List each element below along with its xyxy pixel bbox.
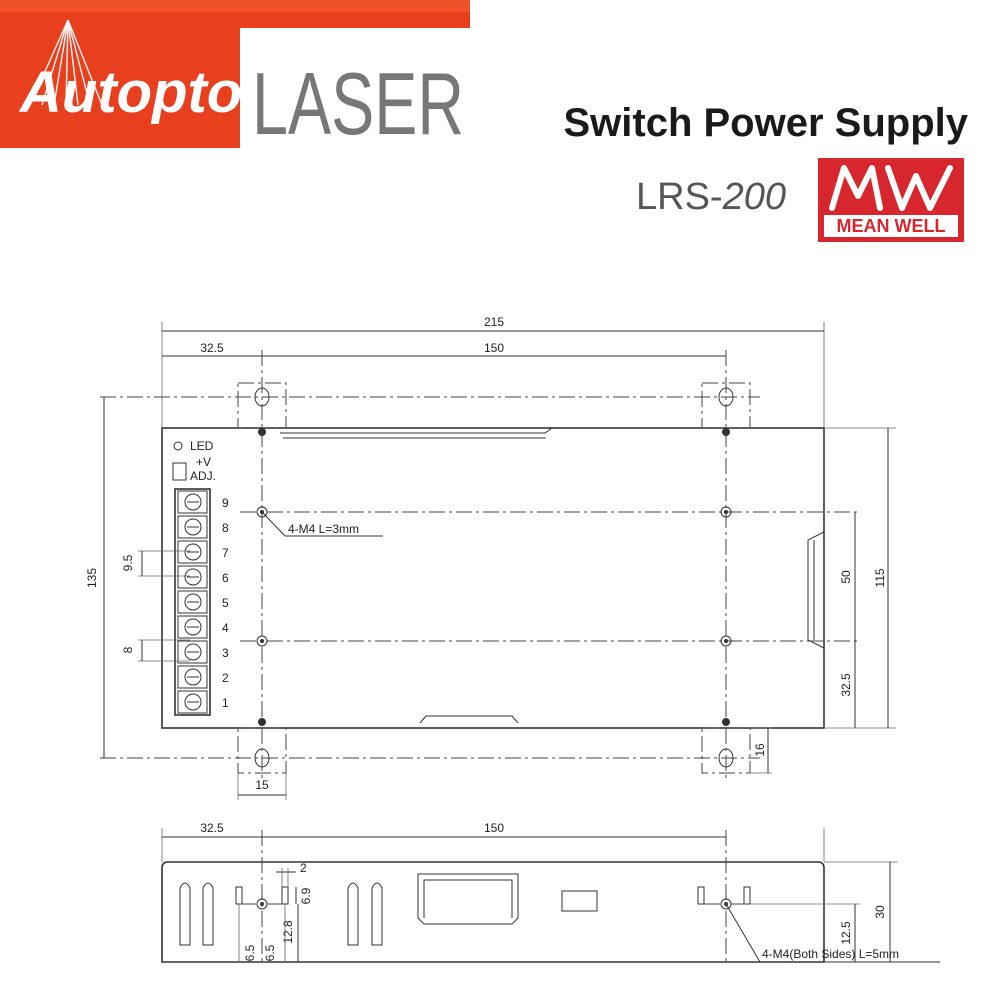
dim-hole-vertical: 50 [839,570,853,584]
m4-hole-icon [256,428,732,726]
terminal-screw-icon [184,618,202,636]
logo-corner [0,0,470,12]
terminal-number: 9 [222,496,229,510]
model-number: 200 [722,176,786,218]
side-dim-hole-spacing: 150 [484,821,504,835]
top-mount-note: 4-M4 L=3mm [288,522,359,536]
side-view: 32.5 150 30 12.5 2 6.9 12.8 6.5 6.5 4-M4… [161,821,940,965]
side-dim-slot-left: 6.5 [243,944,257,961]
model-prefix: LRS- [636,176,723,218]
terminal-cell [177,640,208,664]
terminal-cell [177,665,208,689]
model-line: LRS-200 [636,176,786,219]
terminal-screw-icon [184,518,202,536]
laser-beam-icon [29,19,103,106]
terminal-cell [177,540,208,564]
terminal-block [174,488,211,716]
meanwell-logo: MEAN WELL [818,158,964,242]
terminal-screw-icon [184,668,202,686]
product-title: Switch Power Supply [563,101,968,145]
vent-slots-left [179,882,383,946]
terminal-cell [177,590,208,614]
led-indicator-icon [173,441,183,451]
terminal-screw-icon [184,568,202,586]
side-view-body [161,861,825,963]
side-dim-hole-bottom: 12.8 [281,920,295,944]
handle-cutout [417,873,519,925]
side-dim-height: 30 [873,905,887,919]
logo-background [0,0,470,148]
terminal-number: 8 [222,521,229,535]
terminal-cell [177,690,208,714]
side-dim-hole-height: 12.5 [839,921,853,945]
terminal-screw-icon [184,543,202,561]
terminal-number: 1 [222,696,229,710]
dim-height: 135 [85,568,99,588]
mw-mark-icon [829,165,953,211]
terminal-number: 2 [222,671,229,685]
terminal-number: 7 [222,546,229,560]
dim-left-offset: 32.5 [200,341,224,355]
dim-bottom-offset: 32.5 [839,673,853,697]
dim-bracket-depth: 16 [753,743,767,757]
dim-bracket-width: 15 [255,778,269,792]
terminal-number: 4 [222,621,229,635]
dim-inner-height: 115 [873,568,887,587]
terminal-screw-icon [184,643,202,661]
side-mount-note: 4-M4(Both Sides) L=5mm [762,947,899,961]
terminal-screw-icon [184,693,202,711]
side-dim-slot-height: 6.9 [299,887,313,904]
terminal-screw-icon [184,593,202,611]
terminal-cell [177,490,208,514]
terminal-screw-icon [184,493,202,511]
laser-text: LASER [252,54,464,150]
side-dim-left-offset: 32.5 [200,821,224,835]
terminal-list: 9 8 7 6 5 4 3 2 1 [177,490,229,714]
top-view: 4-M4 L=3mm LED +V ADJ. 9 8 7 6 5 4 3 2 1 215 32.… [85,315,896,800]
terminal-number: 5 [222,596,229,610]
terminal-cell [177,565,208,589]
dim-terminal-width: 8 [121,646,135,653]
dim-terminal-pitch: 9.5 [121,554,135,571]
header-banner: Autopto LASER Switch Power Supply [0,0,969,150]
logo-text: Autopto [18,60,242,125]
dim-hole-spacing: 150 [484,341,504,355]
adj-label: ADJ. [190,469,216,483]
top-view-body [161,427,825,729]
terminal-cell [177,515,208,539]
maker-logo-text: MEAN WELL [824,215,958,237]
side-m4-hole-icon [256,898,732,910]
side-window [561,890,598,912]
terminal-number: 3 [222,646,229,660]
led-label: LED [190,439,214,453]
side-dim-slot-width: 2 [300,861,307,875]
side-dim-slot-right: 6.5 [263,944,277,961]
adj-potentiometer-icon [172,462,187,481]
dim-overall-width: 215 [484,315,504,329]
v-adj-label: +V [196,455,211,469]
terminal-cell [177,615,208,639]
terminal-number: 6 [222,571,229,585]
